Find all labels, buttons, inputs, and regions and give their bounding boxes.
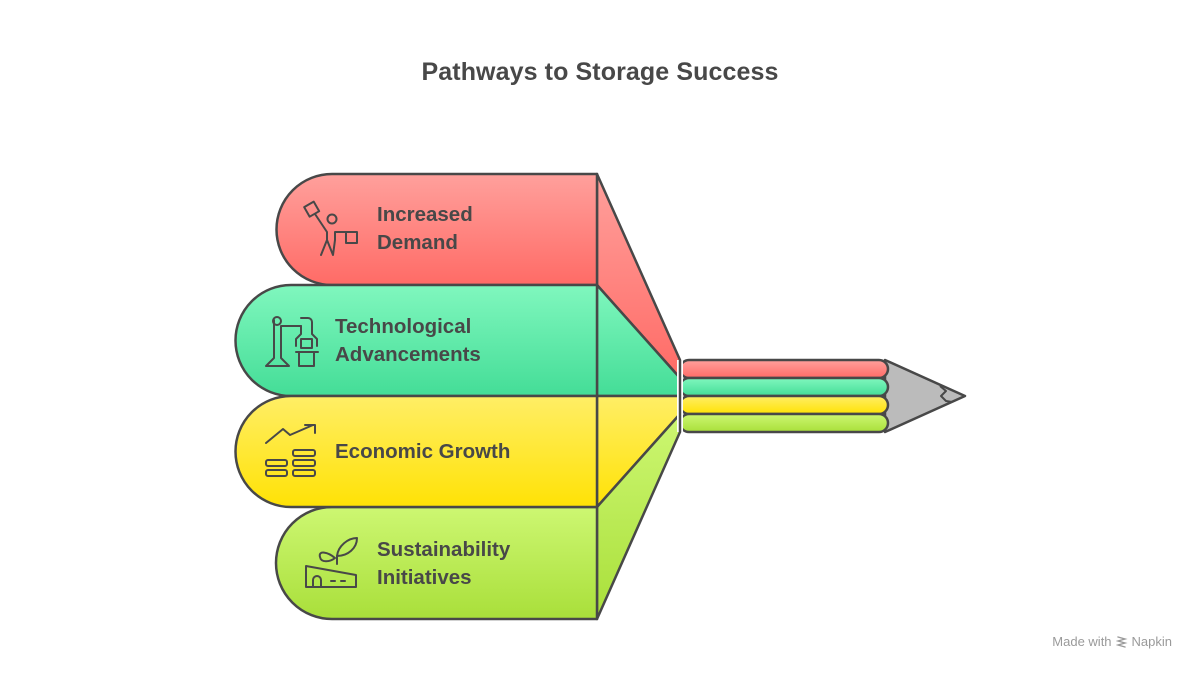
label-increased-demand: Increased Demand [377, 203, 473, 254]
label-economic-growth: Economic Growth [335, 440, 511, 463]
strip-green [678, 376, 890, 398]
diagram-title: Pathways to Storage Success [421, 58, 779, 86]
person-shopping-icon [303, 200, 358, 256]
napkin-watermark[interactable]: Made with Napkin [1052, 634, 1172, 649]
robotic-arm-icon [265, 316, 319, 367]
pencil-tip [883, 358, 967, 434]
coins-growth-icon [265, 424, 316, 477]
card-increased-demand [275, 172, 599, 287]
card-sustainability [274, 505, 599, 621]
card-technological [234, 283, 599, 398]
label-sustainability-initiatives: Sustainability Initiatives [377, 538, 511, 589]
card-economic [234, 394, 599, 509]
napkin-logo-icon [1115, 636, 1128, 648]
eco-building-icon [305, 537, 358, 588]
strip-yellow [678, 394, 890, 416]
strip-red [678, 358, 890, 380]
label-technological-advancements: Technological Advancements [335, 315, 481, 366]
strip-lime [678, 412, 890, 434]
